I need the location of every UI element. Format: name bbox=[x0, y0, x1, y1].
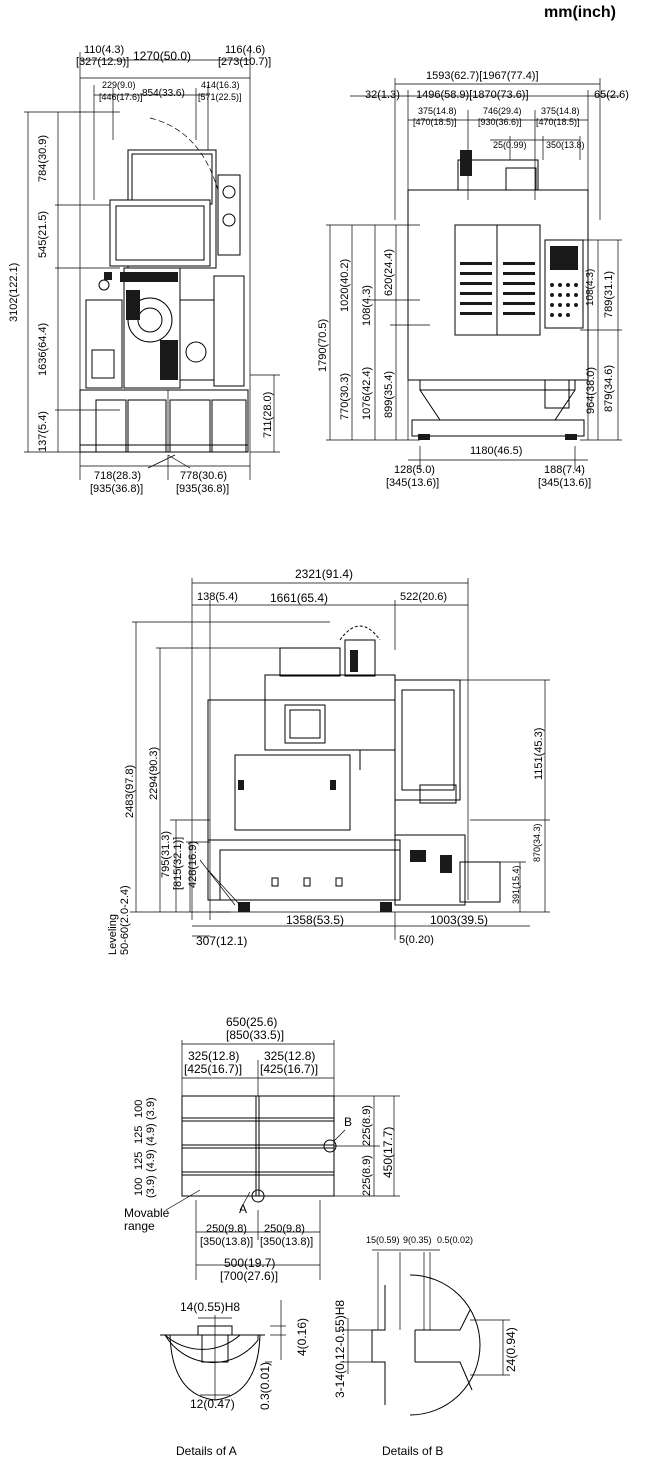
dim-2321: 2321(91.4) bbox=[295, 567, 354, 581]
detail-a-depth-4: 4(0.16) bbox=[295, 1317, 309, 1356]
dim-350-left: [350(13.8)] bbox=[200, 1236, 254, 1248]
dim-1003: 1003(39.5) bbox=[430, 913, 489, 927]
dim-345-right: [345(13.6)] bbox=[538, 477, 592, 489]
detail-b-24: 24(0.94) bbox=[504, 1327, 518, 1372]
dim-650: 650(25.6) bbox=[226, 1015, 278, 1029]
dim-1358: 1358(53.5) bbox=[286, 913, 345, 927]
dim-500: 500(19.7) bbox=[224, 1256, 276, 1270]
dim-250-right: 250(9.8) bbox=[264, 1223, 305, 1235]
dim-307: 307(12.1) bbox=[196, 934, 248, 948]
dim-229: 229(9.0) bbox=[102, 80, 136, 90]
dim-138: 138(5.4) bbox=[197, 591, 238, 603]
dim-930: [930(36.6)] bbox=[478, 117, 522, 127]
marker-b: B bbox=[344, 1115, 353, 1129]
dim-345-left: [345(13.6)] bbox=[386, 477, 440, 489]
dim-188: 188(7.4) bbox=[544, 464, 585, 476]
dim-375-left: 375(14.8) bbox=[418, 106, 457, 116]
dim-571: [571(22.5)] bbox=[198, 92, 242, 102]
dim-1270: 1270(50.0) bbox=[133, 49, 192, 63]
dim-273: [273(10.7)] bbox=[218, 56, 272, 68]
dim-32: 32(1.3) bbox=[365, 89, 400, 101]
details-a-caption: Details of A bbox=[176, 1444, 237, 1458]
dim-128: 128(5.0) bbox=[394, 464, 435, 476]
dim-1661: 1661(65.4) bbox=[270, 591, 329, 605]
dim-1593: 1593(62.7)[1967(77.4)] bbox=[426, 70, 539, 82]
dim-327: [327(12.9)] bbox=[76, 56, 130, 68]
dim-325-left: 325(12.8) bbox=[188, 1049, 240, 1063]
detail-a-depth-03: 0.3(0.01) bbox=[258, 1361, 272, 1410]
dim-25: 25(0.99) bbox=[493, 140, 527, 150]
detail-b-3-14: 3-14(0.12-0.55)H8 bbox=[333, 1299, 347, 1398]
dim-350-right: [350(13.8)] bbox=[260, 1236, 314, 1248]
dim-116: 116(4.6) bbox=[225, 44, 266, 56]
detail-a-width: 14(0.55)H8 bbox=[180, 1300, 241, 1314]
dim-935-right: [935(36.8)] bbox=[176, 483, 230, 495]
dim-5: 5(0.20) bbox=[399, 934, 434, 946]
dim-935-left: [935(36.8)] bbox=[90, 483, 144, 495]
marker-a: A bbox=[239, 1202, 248, 1216]
dim-425-right: [425(16.7)] bbox=[260, 1062, 319, 1076]
dim-746: 746(29.4) bbox=[483, 106, 522, 116]
dim-325-right: 325(12.8) bbox=[264, 1049, 316, 1063]
dim-110: 110(4.3) bbox=[84, 44, 125, 56]
dim-65: 65(2.6) bbox=[594, 89, 629, 101]
dim-1180: 1180(46.5) bbox=[470, 445, 523, 457]
dim-522: 522(20.6) bbox=[400, 591, 448, 603]
dim-375-right: 375(14.8) bbox=[541, 106, 580, 116]
dim-850: [850(33.5)] bbox=[226, 1028, 285, 1042]
detail-b-15: 15(0.59) bbox=[366, 1235, 400, 1245]
dim-470-right: [470(18.5)] bbox=[536, 117, 580, 127]
detail-b-9: 9(0.35) bbox=[403, 1235, 432, 1245]
dim-414: 414(16.3) bbox=[201, 80, 240, 90]
detail-a-12: 12(0.47) bbox=[190, 1397, 235, 1411]
dim-470-left: [470(18.5)] bbox=[413, 117, 457, 127]
dim-350: 350(13.8) bbox=[546, 140, 585, 150]
detail-b-05: 0.5(0.02) bbox=[437, 1235, 474, 1245]
dim-778: 778(30.6) bbox=[180, 470, 228, 482]
dim-700: [700(27.6)] bbox=[220, 1269, 279, 1283]
range-label: range bbox=[124, 1219, 155, 1233]
dim-250-left: 250(9.8) bbox=[206, 1223, 247, 1235]
details-b-caption: Details of B bbox=[382, 1444, 444, 1458]
units-label: mm(inch) bbox=[544, 4, 616, 21]
movable-label: Movable bbox=[124, 1206, 170, 1220]
dim-425-left: [425(16.7)] bbox=[184, 1062, 243, 1076]
dim-1496: 1496(58.9)[1870(73.6)] bbox=[416, 89, 529, 101]
dim-446: [446(17.6)] bbox=[99, 92, 143, 102]
dim-718: 718(28.3) bbox=[94, 470, 142, 482]
dim-854: 854(33.6) bbox=[142, 88, 185, 99]
